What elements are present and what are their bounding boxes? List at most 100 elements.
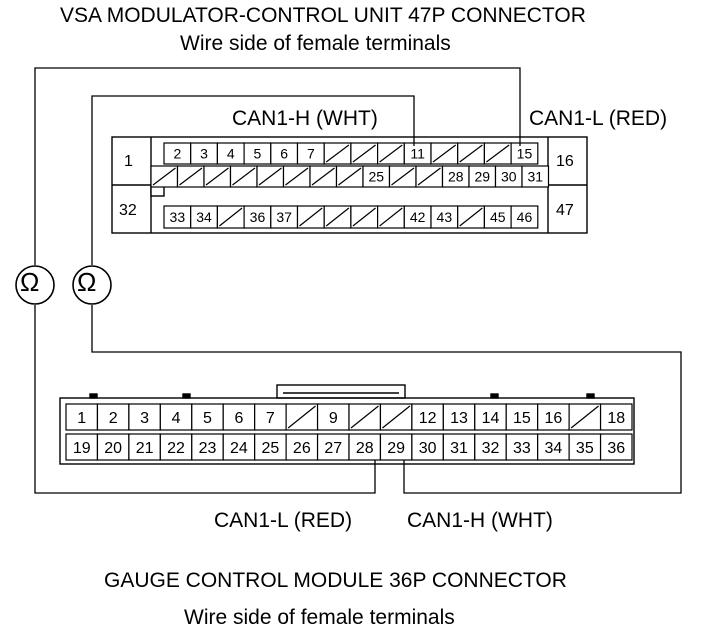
terminal-number: 9 [329,410,338,427]
vsa-row1-cell [377,142,405,165]
unused-terminal-slash [459,144,483,163]
gauge-row1-cell [285,403,319,431]
vsa-row1-cell: 6 [270,142,299,165]
gauge-row1-cell: 6 [222,403,256,431]
terminal-number: 23 [199,440,217,457]
terminal-number: 29 [387,440,405,457]
vsa-row2-cell: 25 [362,165,391,188]
terminal-number: 7 [266,410,275,427]
gauge-row2-cell: 35 [568,433,602,461]
gauge-row1-cell: 12 [411,403,444,431]
unused-terminal-slash [325,207,350,227]
vsa-row1-cell [457,142,486,165]
unused-terminal-slash [417,167,441,186]
vsa-row2-cell [256,165,285,188]
vsa-row2-cell: 28 [441,165,470,188]
wire-can-h-lower [91,305,682,494]
terminal-number: 3 [140,410,149,427]
vsa-row3-cell [377,205,405,229]
terminal-number: 29 [474,169,490,185]
gauge-row2-cell: 19 [65,433,99,461]
terminal-number: 36 [607,440,625,457]
gauge-row2-cell: 22 [159,433,193,461]
vsa-row1-cell: 7 [296,142,325,165]
terminal-number: 36 [250,209,266,225]
terminal-number: 45 [490,209,506,225]
vsa-row2-cell [176,165,205,188]
vsa-row2-cell [309,165,338,188]
terminal-number: 27 [324,440,342,457]
unused-terminal-slash [152,167,176,186]
vsa-row2-cell [203,165,232,188]
vsa-row2-cell [282,165,311,188]
terminal-number: 28 [356,440,374,457]
vsa-row1-cell: 5 [243,142,272,165]
vsa-row3-cell: 43 [430,205,459,229]
terminal-number: 24 [230,440,248,457]
terminal-number: 1 [77,410,86,427]
gauge-row1-cell: 15 [505,403,539,431]
gauge-row1-cell: 13 [442,403,476,431]
vsa-row3-cell: 45 [483,205,512,229]
unused-terminal-slash [350,405,379,429]
vsa-row2-cell: 29 [468,165,497,188]
unused-terminal-slash [352,207,376,227]
gauge-lock-tab [276,384,406,399]
gauge-can-h-label: CAN1-H (WHT) [407,509,553,532]
vsa-row3-cell: 33 [163,205,192,229]
vsa-row3-cell [216,205,245,229]
gauge-row1-cell: 7 [254,403,287,431]
vsa-row3-cell: 36 [243,205,272,229]
vsa-row1-cell [350,142,379,165]
gauge-row2-cell: 24 [222,433,256,461]
terminal-number: 18 [607,410,625,427]
gauge-row2-cell: 21 [128,433,161,461]
terminal-number: 28 [448,169,464,185]
vsa-connector-subtitle: Wire side of female terminals [180,32,451,55]
gauge-row2-cell: 30 [411,433,444,461]
vsa-row3-cell: 46 [510,205,539,229]
vsa-row3-cell [296,205,325,229]
gauge-row2-cell: 31 [442,433,476,461]
unused-terminal-slash [205,167,229,186]
gauge-row1-cell: 1 [65,403,99,431]
terminal-number: 32 [482,440,500,457]
terminal-number: 30 [419,440,437,457]
unused-terminal-slash [232,167,256,186]
unused-terminal-slash [570,405,599,429]
gauge-row2-cell: 23 [191,433,224,461]
gauge-row1-cell [379,403,413,431]
vsa-row2-cell [388,165,417,188]
vsa-row3-cell: 42 [403,205,432,229]
gauge-row2-cell: 26 [285,433,319,461]
ohm-symbol-right: Ω [77,267,97,297]
terminal-number: 30 [501,169,517,185]
vsa-row3-cell [323,205,352,229]
ohmmeter-can-l [15,265,55,305]
terminal-number: 13 [450,410,468,427]
unused-terminal-slash [391,167,415,186]
vsa-row1-cell [430,142,459,165]
gauge-can-l-label: CAN1-L (RED) [214,509,353,532]
terminal-number: 15 [513,410,531,427]
vsa-row1-cell: 3 [190,142,218,165]
gauge-row2-cell: 36 [599,433,633,461]
terminal-number: 25 [261,440,279,457]
gauge-row1-cell: 5 [191,403,224,431]
vsa-row2-cell [150,165,179,188]
vsa-row1-cell: 2 [163,142,192,165]
wire-can-h-upper [91,95,415,265]
terminal-number: 2 [109,410,118,427]
gauge-row2-cell: 28 [348,433,382,461]
terminal-number: 5 [254,146,262,162]
vsa-row3-cell: 34 [190,205,218,229]
vsa-terminal-47: 47 [556,202,574,219]
wire-can-l-upper [34,67,521,265]
terminal-number: 16 [544,410,562,427]
gauge-connector-title: GAUGE CONTROL MODULE 36P CONNECTOR [104,569,567,592]
terminal-number: 12 [419,410,437,427]
ohm-symbol-left: Ω [20,267,40,297]
gauge-row2-cell: 34 [537,433,570,461]
